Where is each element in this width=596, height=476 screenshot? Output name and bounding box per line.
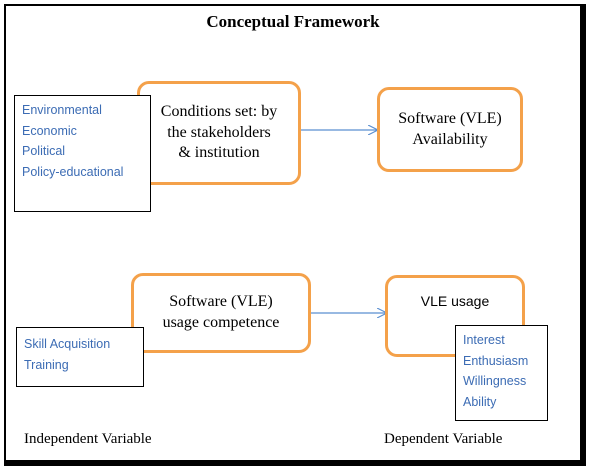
node-conditions: Conditions set: by the stakeholders & in…: [137, 81, 301, 185]
factor-interest: Interest: [463, 333, 505, 347]
diagram-frame: Conceptual Framework: [4, 4, 586, 466]
factor-box-environment: Environmental Economic Political Policy-…: [14, 95, 151, 212]
node-conditions-line-2: the stakeholders: [167, 123, 271, 141]
factor-policy-educational: Policy-educational: [22, 164, 124, 179]
node-usage-line-1: VLE usage: [420, 293, 490, 309]
factor-economic: Economic: [22, 123, 77, 138]
factor-enthusiasm: Enthusiasm: [463, 353, 529, 368]
node-availability-line-2: Availability: [412, 130, 488, 148]
factor-willingness: Willingness: [463, 374, 527, 389]
node-competence: Software (VLE) usage competence: [131, 273, 311, 353]
factor-political: Political: [22, 144, 66, 159]
factor-environmental: Environmental: [22, 103, 102, 117]
label-independent-variable: Independent Variable: [24, 431, 152, 447]
node-competence-line-1: Software (VLE): [169, 293, 273, 311]
node-availability: Software (VLE) Availability: [377, 87, 523, 172]
factor-training: Training: [24, 357, 69, 372]
factor-box-skills: Skill Acquisition Training: [16, 327, 144, 387]
node-conditions-line-3: & institution: [178, 144, 260, 162]
label-dependent-variable: Dependent Variable: [384, 431, 503, 447]
node-conditions-line-1: Conditions set: by: [160, 102, 278, 120]
node-availability-line-1: Software (VLE): [398, 109, 502, 127]
node-competence-line-2: usage competence: [162, 314, 280, 331]
factor-ability: Ability: [463, 394, 497, 409]
diagram-title: Conceptual Framework: [206, 12, 380, 31]
factor-skill-acquisition: Skill Acquisition: [24, 337, 111, 351]
factor-box-attitudes: Interest Enthusiasm Willingness Ability: [455, 325, 548, 421]
